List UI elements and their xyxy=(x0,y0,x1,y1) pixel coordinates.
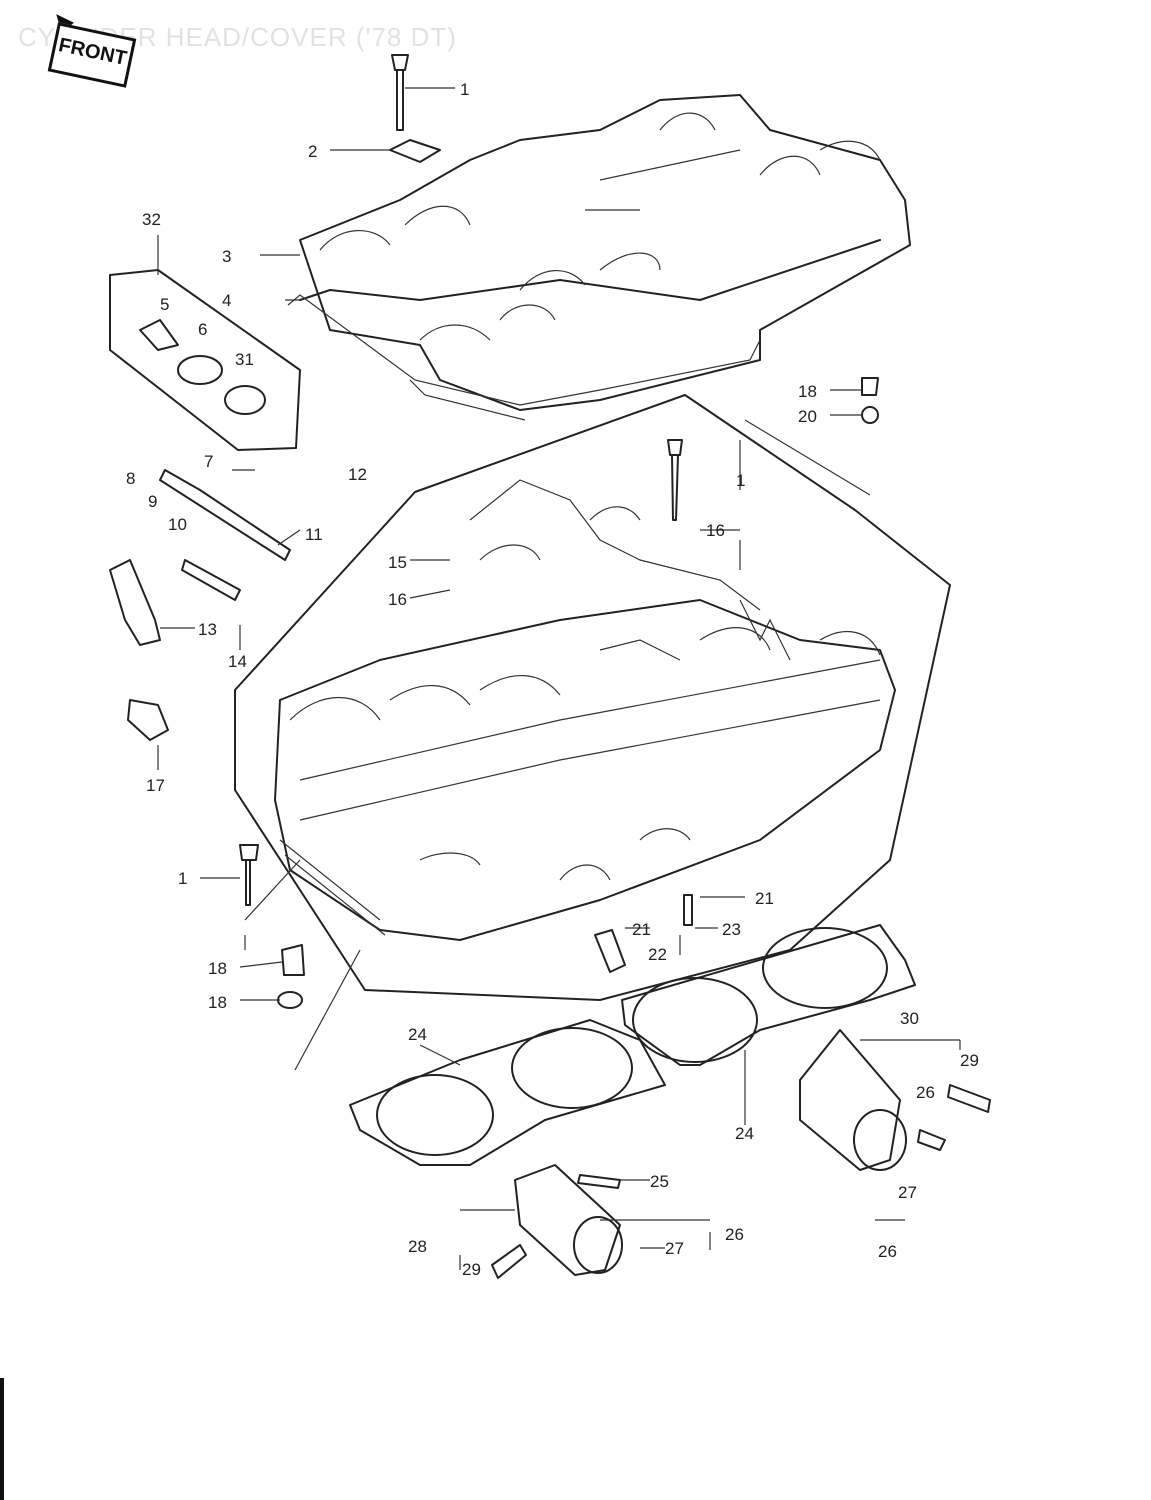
callout-1b: 1 xyxy=(736,471,745,490)
callout-21: 21 xyxy=(755,889,774,908)
callout-2: 2 xyxy=(308,142,317,161)
callout-24b: 24 xyxy=(735,1124,754,1143)
callout-16: 16 xyxy=(706,521,725,540)
callout-30: 30 xyxy=(900,1009,919,1028)
callout-3: 3 xyxy=(222,247,231,266)
leader-lines xyxy=(157,87,961,1270)
callout-18b: 18 xyxy=(208,959,227,978)
callout-labels: 1 2 32 3 4 5 6 31 18 20 7 8 9 10 11 12 1… xyxy=(126,80,979,1279)
carb-holders xyxy=(491,1029,991,1279)
callout-32: 32 xyxy=(142,210,161,229)
callout-18c: 18 xyxy=(208,993,227,1012)
callout-14: 14 xyxy=(228,652,247,671)
callout-18: 18 xyxy=(798,382,817,401)
callout-24: 24 xyxy=(408,1025,427,1044)
callout-6: 6 xyxy=(198,320,207,339)
callout-1c: 1 xyxy=(178,869,187,888)
callout-20: 20 xyxy=(798,407,817,426)
callout-27b: 27 xyxy=(665,1239,684,1258)
small-parts xyxy=(109,54,879,1009)
callout-5: 5 xyxy=(160,295,169,314)
callout-9: 9 xyxy=(148,492,157,511)
head-gasket-upper xyxy=(621,924,916,1066)
callout-4: 4 xyxy=(222,291,231,310)
callout-15: 15 xyxy=(388,553,407,572)
callout-21b: 21 xyxy=(632,920,651,939)
cylinder-head xyxy=(234,394,951,1001)
callout-28: 28 xyxy=(408,1237,427,1256)
callout-13: 13 xyxy=(198,620,217,639)
callout-29b: 29 xyxy=(462,1260,481,1279)
callout-17: 17 xyxy=(146,776,165,795)
callout-31: 31 xyxy=(235,350,254,369)
callout-26c: 26 xyxy=(878,1242,897,1261)
callout-26b: 26 xyxy=(725,1225,744,1244)
head-gasket-lower xyxy=(349,1019,666,1166)
callout-11: 11 xyxy=(305,525,323,544)
cylinder-head-cover xyxy=(287,94,911,421)
callout-27: 27 xyxy=(898,1183,917,1202)
callout-29: 29 xyxy=(960,1051,979,1070)
callout-16b: 16 xyxy=(388,590,407,609)
callout-23: 23 xyxy=(722,920,741,939)
callout-7: 7 xyxy=(204,452,213,471)
callout-26: 26 xyxy=(916,1083,935,1102)
callout-22: 22 xyxy=(648,945,667,964)
callout-10: 10 xyxy=(168,515,187,534)
callout-25: 25 xyxy=(650,1172,669,1191)
callout-12: 12 xyxy=(348,465,367,484)
page-edge-bar xyxy=(0,1378,4,1500)
callout-1: 1 xyxy=(460,80,469,99)
bracket-panel-32 xyxy=(109,269,301,451)
callout-8: 8 xyxy=(126,469,135,488)
